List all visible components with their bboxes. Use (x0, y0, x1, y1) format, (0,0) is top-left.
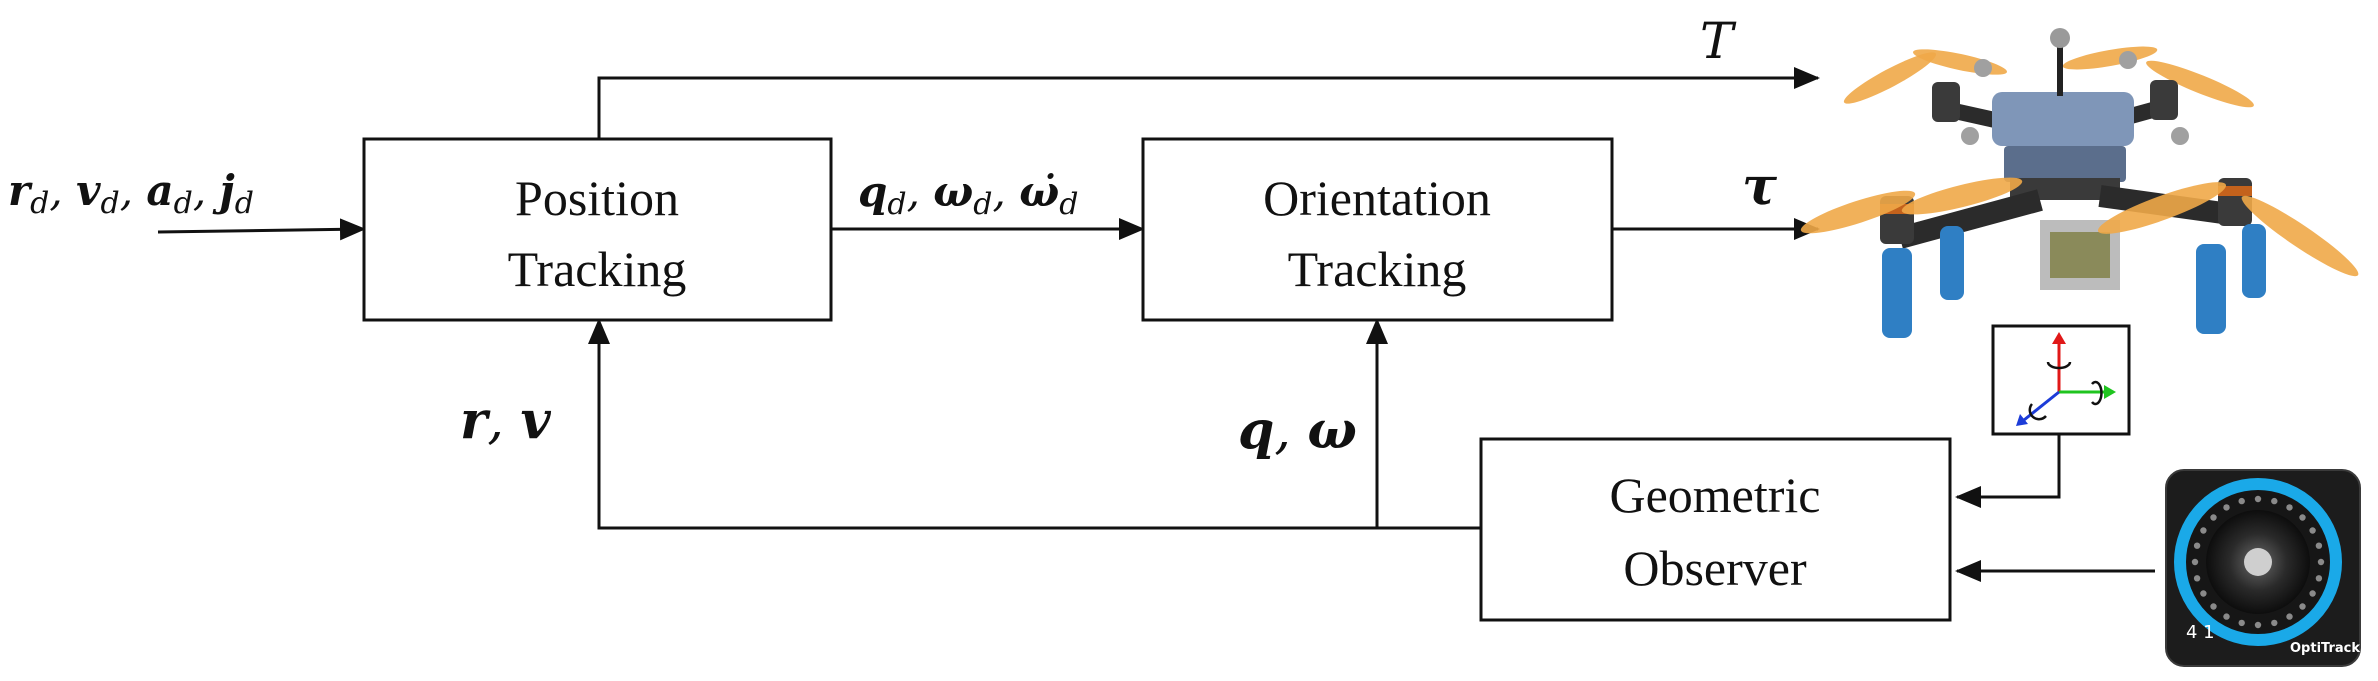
camera-led-dot (2299, 603, 2306, 610)
camera-led-dot (2271, 497, 2278, 505)
camera-led-dot (2238, 619, 2245, 627)
camera-led-dot (2254, 621, 2262, 629)
attitude-feedback-label: q, ω​ (1238, 400, 1357, 461)
reference-input-subscript: d (174, 186, 193, 221)
attitude-command-subscript: d (1059, 187, 1078, 222)
camera-led-dot (2271, 619, 2278, 627)
camera-led-dot (2317, 558, 2325, 566)
camera-led-dot (2193, 575, 2201, 582)
reference-input-symbol: r (8, 166, 33, 215)
observer-block-line2: Observer (1623, 540, 1807, 596)
reference-input-subscript: d (30, 186, 49, 221)
camera-led-dot (2254, 495, 2262, 503)
camera-led-dot (2200, 590, 2207, 597)
reference-input-separator: , (49, 166, 76, 215)
camera-led-dot (2223, 613, 2230, 620)
position-feedback-separator: , (487, 391, 520, 451)
camera-led-dot (2309, 527, 2316, 534)
camera-led-dot (2223, 504, 2230, 511)
optitrack-camera-icon: 4 1 OptiTrack (2165, 469, 2361, 667)
reference-input-separator: , (120, 166, 147, 215)
attitude-command-symbol: ω (933, 167, 973, 216)
attitude-command-subscript: d (973, 187, 992, 222)
imu-frame-icon (1991, 324, 2131, 436)
thrust-label: T (1700, 12, 1737, 70)
attitude-command-label: qd, ωd, ω̇d​ (858, 167, 1078, 222)
attitude-command-subscript: d (887, 187, 906, 222)
camera-led-dot (2309, 590, 2316, 597)
attitude-feedback-symbol: ω (1307, 400, 1357, 461)
camera-led-dot (2315, 575, 2323, 582)
geometric-observer-block: Geometric Observer (1479, 437, 1952, 622)
camera-led-dot (2200, 527, 2207, 534)
position-tracking-block: Position Tracking (362, 137, 833, 322)
attitude-command-symbol: ω̇ (1019, 167, 1059, 216)
camera-led-dot (2210, 514, 2217, 521)
camera-led-dot (2193, 542, 2201, 549)
orientation-block-line2: Tracking (1288, 241, 1467, 297)
reference-input-separator: , (193, 166, 220, 215)
reference-input-arrow (157, 218, 366, 241)
camera-brand-label: OptiTrack (2290, 641, 2360, 656)
attitude-command-symbol: q (858, 167, 887, 216)
camera-led-dot (2238, 497, 2245, 505)
camera-led-dot (2315, 542, 2323, 549)
reference-input-subscript: d (235, 186, 254, 221)
attitude-feedback-symbol: q (1238, 400, 1274, 461)
position-feedback-label: r, v​ (460, 390, 551, 451)
attitude-command-separator: , (993, 167, 1020, 216)
position-block-line2: Tracking (508, 241, 687, 297)
position-feedback-symbol: r (460, 390, 491, 451)
reference-input-subscript: d (100, 186, 119, 221)
attitude-feedback-separator: , (1274, 401, 1307, 461)
camera-led-dot (2191, 558, 2199, 566)
position-feedback-arrow (588, 318, 1481, 530)
quadrotor-illustration (1800, 28, 2359, 338)
position-block-line1: Position (515, 170, 679, 226)
orientation-tracking-block: Orientation Tracking (1141, 137, 1614, 322)
camera-led-dot (2286, 504, 2293, 511)
imu-arrow (1955, 434, 2061, 508)
position-feedback-symbol: v (520, 390, 551, 451)
attitude-command-separator: , (907, 167, 934, 216)
reference-input-symbol: a (146, 166, 173, 215)
observer-block-line1: Geometric (1609, 467, 1820, 523)
torque-label: τ (1742, 156, 1778, 217)
reference-input-label: rd, vd, ad, jd​ (8, 166, 254, 221)
thrust-arrow (597, 67, 1820, 138)
camera-led-dot (2210, 603, 2217, 610)
orientation-block-line1: Orientation (1263, 170, 1491, 226)
camera-led-dot (2299, 514, 2306, 521)
camera-display: 4 1 (2186, 622, 2215, 643)
camera-led-dot (2286, 613, 2293, 620)
reference-input-symbol: v (76, 166, 101, 215)
